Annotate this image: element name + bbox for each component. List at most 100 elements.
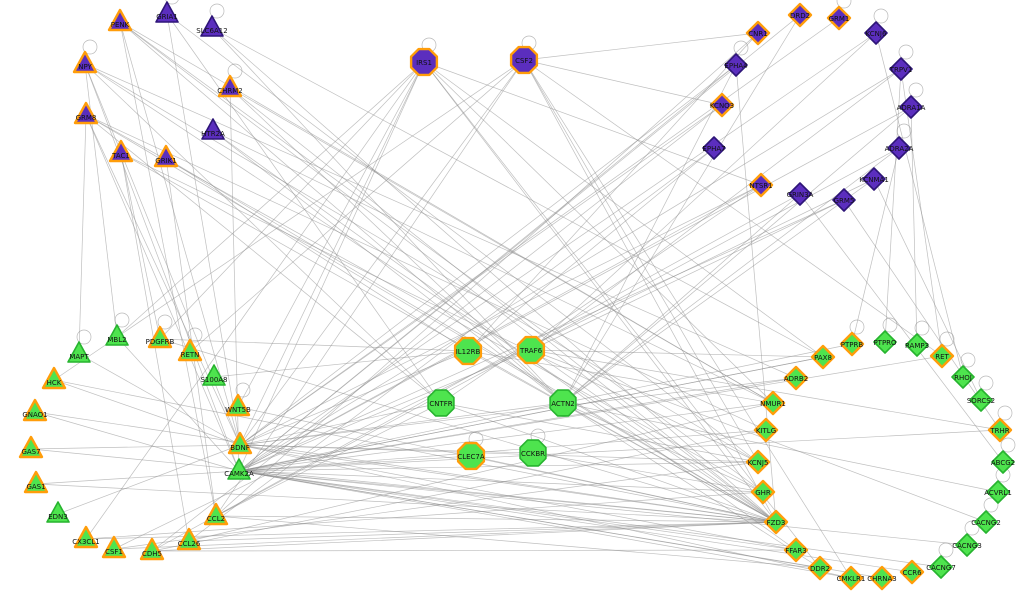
network-edge[interactable] xyxy=(562,402,764,493)
network-edge[interactable] xyxy=(84,63,240,472)
network-edge[interactable] xyxy=(239,184,762,446)
network-edge[interactable] xyxy=(523,59,852,579)
network-node-epha7[interactable] xyxy=(702,136,726,160)
network-edge[interactable] xyxy=(562,106,912,404)
network-edge[interactable] xyxy=(116,61,425,338)
network-edge[interactable] xyxy=(211,27,777,523)
self-loop-edge[interactable] xyxy=(165,0,179,5)
self-loop-edge[interactable] xyxy=(836,0,852,9)
network-node-gas1[interactable] xyxy=(23,470,49,494)
network-node-kcnma1[interactable] xyxy=(862,167,886,191)
network-edge[interactable] xyxy=(238,199,845,472)
network-edge[interactable] xyxy=(120,152,564,404)
network-edge[interactable] xyxy=(735,64,777,523)
network-edge[interactable] xyxy=(151,549,797,552)
network-edge[interactable] xyxy=(423,61,762,186)
network-node-cmklr1[interactable] xyxy=(838,565,864,591)
network-edge[interactable] xyxy=(530,32,877,351)
network-node-ccl26[interactable] xyxy=(176,527,202,551)
network-edge[interactable] xyxy=(238,184,762,472)
network-node-camk2a[interactable] xyxy=(227,458,251,480)
network-edge[interactable] xyxy=(239,444,759,463)
network-edge[interactable] xyxy=(213,350,469,378)
self-loop-edge[interactable] xyxy=(1000,437,1016,453)
network-node-penk[interactable] xyxy=(107,8,133,32)
network-node-adrb2[interactable] xyxy=(783,365,809,391)
network-edge[interactable] xyxy=(239,104,723,446)
network-edge[interactable] xyxy=(467,32,759,352)
network-node-ptprb[interactable] xyxy=(839,331,865,357)
network-node-grm8[interactable] xyxy=(73,101,99,125)
network-edge[interactable] xyxy=(562,343,853,404)
network-edge[interactable] xyxy=(212,130,564,404)
self-loop-edge[interactable] xyxy=(849,319,865,335)
network-edge[interactable] xyxy=(159,338,469,352)
network-edge[interactable] xyxy=(229,87,777,523)
network-edge[interactable] xyxy=(84,63,777,523)
network-edge[interactable] xyxy=(34,411,777,523)
network-edge[interactable] xyxy=(165,157,217,517)
network-edge[interactable] xyxy=(78,353,241,446)
network-edge[interactable] xyxy=(238,32,877,472)
network-node-irs1[interactable] xyxy=(409,47,439,77)
network-edge[interactable] xyxy=(562,64,737,404)
network-node-ret[interactable] xyxy=(929,343,955,369)
network-node-hck[interactable] xyxy=(41,366,67,390)
network-node-ffar3[interactable] xyxy=(783,537,809,563)
network-edge[interactable] xyxy=(562,402,999,493)
network-edge[interactable] xyxy=(562,178,875,404)
network-node-ptpro[interactable] xyxy=(873,330,897,354)
network-node-ramp3[interactable] xyxy=(905,333,929,357)
self-loop-edge[interactable] xyxy=(983,497,999,513)
network-node-bdnf[interactable] xyxy=(227,431,253,455)
network-edge[interactable] xyxy=(215,147,900,517)
network-edge[interactable] xyxy=(212,130,797,551)
self-loop-edge[interactable] xyxy=(964,520,980,536)
network-node-grm5[interactable] xyxy=(832,188,856,212)
network-edge[interactable] xyxy=(239,17,840,446)
network-edge[interactable] xyxy=(35,483,777,523)
network-edge[interactable] xyxy=(238,377,797,472)
network-edge[interactable] xyxy=(523,59,943,357)
network-edge[interactable] xyxy=(238,64,737,472)
network-node-ddr2[interactable] xyxy=(807,555,833,581)
network-edge[interactable] xyxy=(238,355,943,472)
network-node-trpv1[interactable] xyxy=(889,57,913,81)
network-node-edn3[interactable] xyxy=(46,501,70,523)
network-node-rhoj[interactable] xyxy=(951,365,975,389)
network-edge[interactable] xyxy=(151,104,723,552)
network-edge[interactable] xyxy=(530,349,1001,431)
network-edge[interactable] xyxy=(84,63,759,463)
self-loop-edge[interactable] xyxy=(997,405,1013,421)
network-node-cacng3[interactable] xyxy=(955,533,979,557)
network-edge[interactable] xyxy=(910,106,918,346)
network-edge[interactable] xyxy=(423,61,774,404)
network-node-s100a8[interactable] xyxy=(202,364,226,386)
network-edge[interactable] xyxy=(884,68,902,343)
network-edge[interactable] xyxy=(238,402,564,472)
network-node-cdh5[interactable] xyxy=(139,537,165,561)
network-edge[interactable] xyxy=(215,515,777,523)
network-edge[interactable] xyxy=(119,21,217,517)
self-loop-edge[interactable] xyxy=(898,44,914,60)
network-edge[interactable] xyxy=(239,444,777,523)
network-node-htr2a[interactable] xyxy=(201,118,225,140)
network-node-kcnq3[interactable] xyxy=(709,92,735,118)
network-node-grin3a[interactable] xyxy=(788,182,812,206)
self-loop-edge[interactable] xyxy=(914,320,930,336)
network-node-drd2[interactable] xyxy=(787,2,813,28)
network-node-actn2[interactable] xyxy=(549,389,577,417)
network-edge[interactable] xyxy=(238,61,425,472)
network-edge[interactable] xyxy=(189,59,525,353)
network-edge[interactable] xyxy=(238,429,767,472)
network-edge[interactable] xyxy=(57,444,241,515)
network-edge[interactable] xyxy=(239,444,797,551)
network-edge[interactable] xyxy=(239,402,564,446)
network-edge[interactable] xyxy=(238,470,797,551)
network-edge[interactable] xyxy=(239,402,442,446)
network-node-csf1[interactable] xyxy=(101,535,127,559)
network-edge[interactable] xyxy=(238,470,942,568)
network-edge[interactable] xyxy=(562,193,801,404)
network-node-mbl2[interactable] xyxy=(105,324,129,346)
network-edge[interactable] xyxy=(211,27,824,358)
